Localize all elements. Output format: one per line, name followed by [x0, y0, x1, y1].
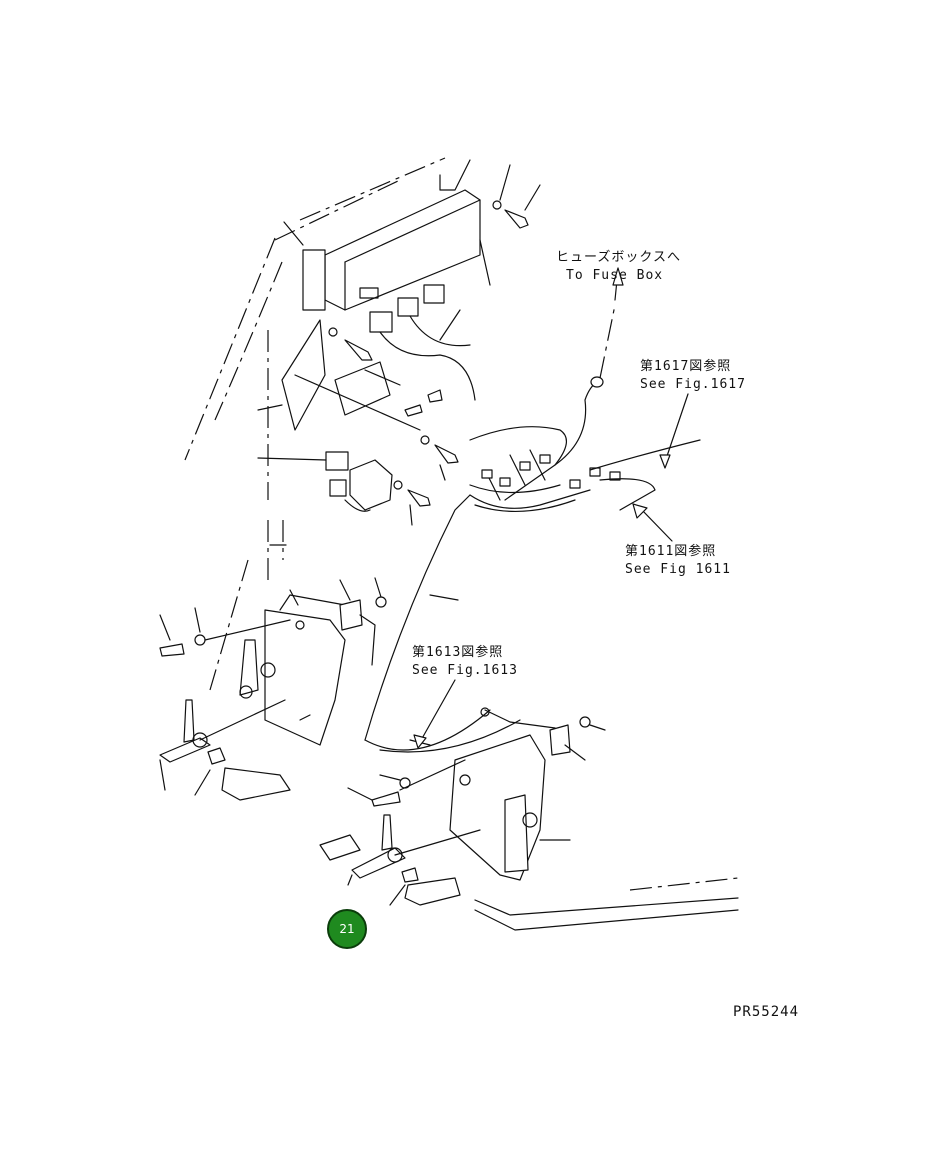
fuse-box-label-jp: ヒューズボックスへ — [556, 250, 681, 265]
ref-1617-label-jp: 第1617図参照 — [640, 359, 732, 374]
ref-1617-label-en: See Fig.1617 — [640, 377, 746, 392]
ref-1613-label-jp: 第1613図参照 — [412, 645, 504, 660]
relay-connectors — [369, 284, 476, 401]
controller-box — [283, 159, 541, 311]
right-lever-parts — [319, 814, 481, 906]
right-lever-bracket — [347, 707, 606, 881]
fuse-box-label-en: To Fuse Box — [566, 268, 664, 283]
main-harness — [364, 267, 701, 753]
page-number-badge[interactable]: 21 — [327, 909, 367, 949]
ref-1613-label-en: See Fig.1613 — [412, 663, 518, 678]
reference-leaders — [413, 393, 689, 749]
ref-1611-label-en: See Fig 1611 — [625, 562, 731, 577]
relay-block — [257, 435, 459, 526]
ref-1611-label-jp: 第1611図参照 — [625, 544, 717, 559]
left-lever-parts — [159, 699, 291, 801]
figure-code: PR55244 — [733, 1004, 800, 1020]
left-lever-bracket — [159, 577, 387, 746]
cab-frame-outline — [184, 157, 739, 931]
mounting-bracket — [257, 319, 443, 431]
